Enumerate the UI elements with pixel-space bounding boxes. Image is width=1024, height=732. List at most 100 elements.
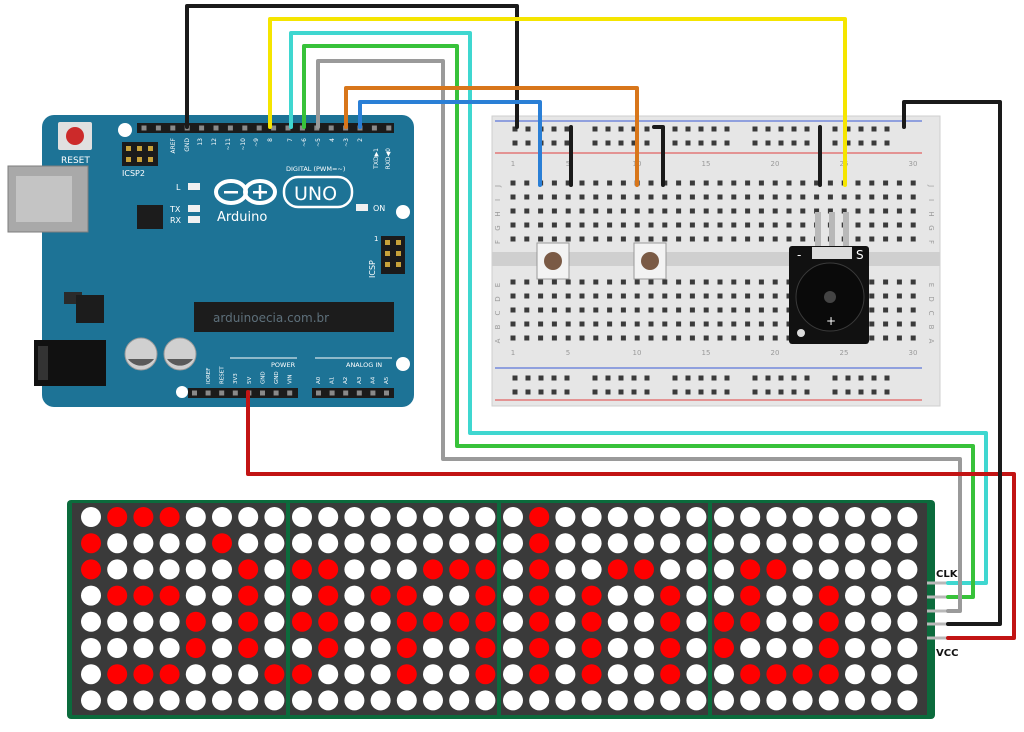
matrix-led	[344, 690, 365, 711]
breadboard-hole	[648, 293, 654, 299]
matrix-led	[818, 690, 839, 711]
buzzer-pin	[843, 212, 849, 248]
breadboard-hole	[634, 194, 640, 200]
breadboard-hole	[676, 307, 682, 313]
matrix-led	[555, 533, 576, 554]
rail-hole	[672, 375, 678, 381]
breadboard-hole	[510, 335, 516, 341]
breadboard-hole	[662, 293, 668, 299]
breadboard-hole	[772, 208, 778, 214]
breadboard-column-number: 25	[840, 349, 849, 357]
matrix-led	[107, 690, 128, 711]
breadboard-hole	[593, 321, 599, 327]
matrix-led	[792, 690, 813, 711]
digital-pin-label: ~9	[253, 138, 260, 147]
digital-pin-hole	[141, 125, 147, 131]
icsp-pin1-label: 1	[374, 235, 378, 243]
analog-pin-hole	[316, 390, 321, 396]
rail-hole	[618, 140, 624, 146]
led-rx-label: RX	[170, 216, 182, 225]
breadboard-hole	[565, 208, 571, 214]
matrix-input-pin	[927, 609, 949, 613]
digital-pin-label: 8	[267, 138, 274, 142]
breadboard-hole	[607, 208, 613, 214]
voltage-regulator	[76, 295, 104, 323]
matrix-led	[344, 533, 365, 554]
breadboard-hole	[758, 194, 764, 200]
matrix-led	[555, 507, 576, 527]
breadboard-hole	[538, 307, 544, 313]
analog-pin-hole	[329, 390, 335, 396]
power-pin-hole	[273, 390, 279, 396]
breadboard-hole	[745, 180, 751, 186]
breadboard-hole	[607, 236, 613, 242]
matrix-led	[185, 638, 206, 658]
breadboard-hole	[607, 321, 613, 327]
buzzer-pin	[829, 212, 835, 248]
matrix-led	[740, 638, 761, 658]
breadboard-hole	[579, 279, 585, 285]
breadboard-hole	[745, 307, 751, 313]
matrix-led	[766, 533, 787, 554]
breadboard-hole	[524, 321, 530, 327]
breadboard-hole	[731, 335, 737, 341]
rail-hole	[884, 375, 890, 381]
breadboard-hole	[620, 307, 626, 313]
matrix-led	[845, 690, 865, 711]
rail-hole	[564, 389, 570, 395]
matrix-led	[475, 559, 496, 580]
icsp-pin	[396, 262, 401, 267]
matrix-led	[107, 559, 128, 580]
matrix-led	[449, 690, 470, 711]
rail-hole	[765, 375, 771, 381]
rail-hole	[845, 389, 851, 395]
breadboard-column-number: 5	[566, 160, 570, 168]
matrix-led	[159, 638, 180, 658]
breadboard-hole	[883, 321, 889, 327]
breadboard-hole	[731, 279, 737, 285]
breadboard-hole	[910, 194, 916, 200]
matrix-led	[686, 638, 707, 658]
breadboard-hole	[896, 180, 902, 186]
rail-hole	[672, 140, 678, 146]
capacitor-stripe	[167, 359, 193, 366]
rail-hole	[512, 375, 518, 381]
capacitor-stripe	[128, 359, 154, 366]
digital-pin-hole	[386, 125, 392, 131]
matrix-led	[318, 664, 339, 685]
digital-pin-label: ~10	[240, 138, 247, 151]
power-pin-label: 5V	[247, 377, 253, 384]
analog-pin-label: A2	[343, 377, 349, 384]
breadboard-hole	[524, 180, 530, 186]
rail-hole	[525, 140, 531, 146]
breadboard-hole	[731, 307, 737, 313]
digital-pin-label: 7	[287, 138, 294, 142]
breadboard-hole	[827, 194, 833, 200]
breadboard-hole	[703, 194, 709, 200]
breadboard-hole	[855, 180, 861, 186]
breadboard-hole	[579, 222, 585, 228]
buzzer-pin	[815, 212, 821, 248]
breadboard-row-letter: H	[927, 211, 935, 216]
matrix-led	[292, 533, 312, 554]
rail-hole	[884, 389, 890, 395]
breadboard-hole	[593, 335, 599, 341]
breadboard-row-letter: J	[927, 184, 935, 187]
breadboard-hole	[565, 335, 571, 341]
buzzer-mount-hole	[797, 329, 805, 337]
breadboard-hole	[758, 180, 764, 186]
matrix-led	[475, 507, 496, 527]
matrix-led	[449, 585, 470, 606]
matrix-led	[238, 690, 259, 711]
matrix-led	[185, 533, 206, 554]
matrix-led	[845, 638, 865, 658]
breadboard-hole	[717, 194, 723, 200]
analog-pin-hole	[370, 390, 376, 396]
rail-hole	[711, 140, 717, 146]
matrix-input-pin	[927, 622, 949, 626]
matrix-input-pin	[927, 581, 949, 585]
buzzer-minus-label: -	[797, 248, 801, 262]
breadboard-hole	[579, 180, 585, 186]
matrix-led	[660, 611, 681, 632]
matrix-led	[766, 559, 787, 580]
